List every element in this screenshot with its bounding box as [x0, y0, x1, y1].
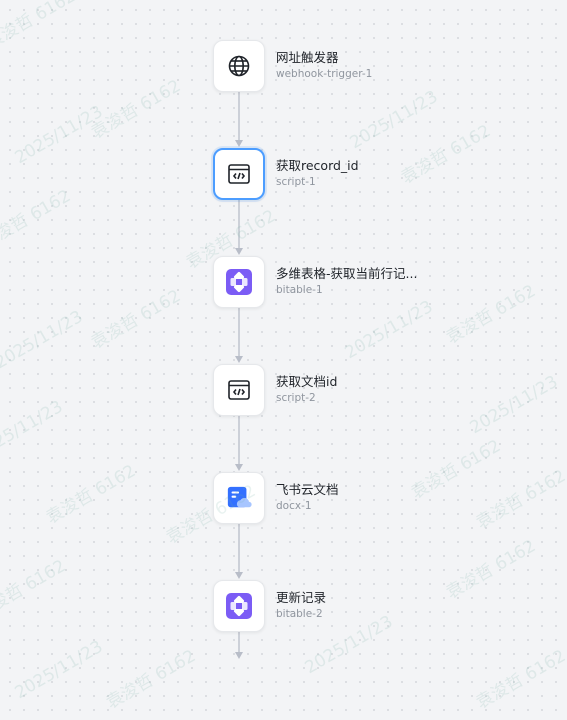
workflow-node-script-1[interactable]: 获取record_id script-1 — [213, 148, 473, 202]
node-card[interactable] — [213, 40, 265, 92]
connector-arrowhead — [235, 572, 243, 579]
node-id: docx-1 — [276, 500, 312, 512]
node-card[interactable] — [213, 472, 265, 524]
node-title: 飞书云文档 — [276, 482, 339, 497]
node-title: 多维表格-获取当前行记... — [276, 266, 418, 281]
workflow-node-bitable-2[interactable]: 更新记录 bitable-2 — [213, 580, 473, 634]
node-id: webhook-trigger-1 — [276, 68, 373, 80]
connector-arrowhead — [235, 464, 243, 471]
bitable-icon — [226, 269, 252, 295]
connector-arrowhead — [235, 356, 243, 363]
bitable-icon — [226, 593, 252, 619]
code-icon — [226, 377, 252, 403]
node-card[interactable] — [213, 148, 265, 200]
node-id: script-1 — [276, 176, 316, 188]
node-card[interactable] — [213, 580, 265, 632]
node-title: 获取record_id — [276, 158, 359, 173]
connector-arrowhead — [235, 140, 243, 147]
workflow-node-script-2[interactable]: 获取文档id script-2 — [213, 364, 473, 418]
workflow-node-bitable-1[interactable]: 多维表格-获取当前行记... bitable-1 — [213, 256, 473, 310]
connector-arrowhead — [235, 248, 243, 255]
node-title: 更新记录 — [276, 590, 327, 605]
node-card[interactable] — [213, 364, 265, 416]
node-id: bitable-1 — [276, 284, 323, 296]
connector-arrowhead — [235, 652, 243, 659]
globe-icon — [226, 53, 252, 79]
workflow-node-docx-1[interactable]: 飞书云文档 docx-1 — [213, 472, 473, 526]
code-icon — [226, 161, 252, 187]
node-id: script-2 — [276, 392, 316, 404]
docx-cloud-icon — [226, 485, 252, 511]
node-title: 网址触发器 — [276, 50, 339, 65]
node-card[interactable] — [213, 256, 265, 308]
node-id: bitable-2 — [276, 608, 323, 620]
node-title: 获取文档id — [276, 374, 338, 389]
workflow-node-webhook-trigger[interactable]: 网址触发器 webhook-trigger-1 — [213, 40, 473, 94]
